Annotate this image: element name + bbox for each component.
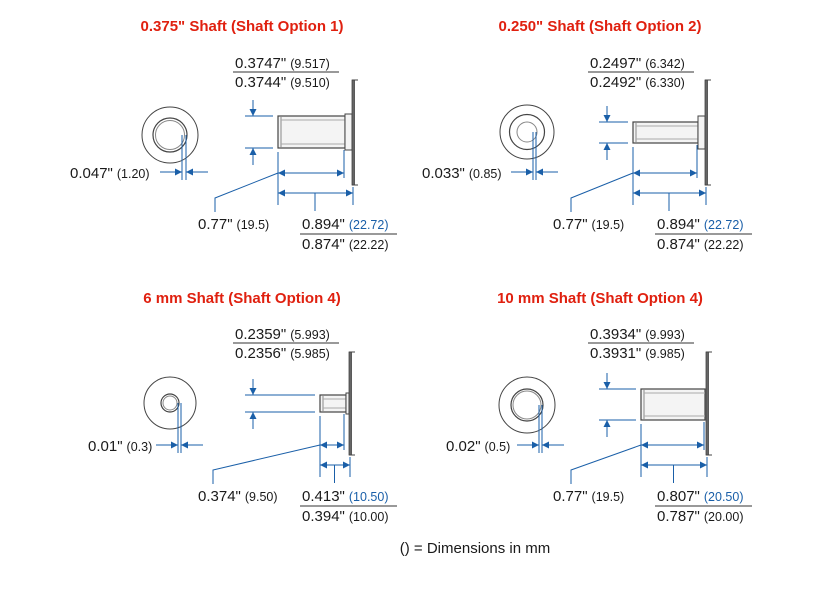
shaft-side-view	[640, 388, 706, 421]
diameter-max-label: 0.3934"(9.993)	[590, 326, 685, 343]
end-view-outer-circle	[143, 376, 197, 430]
shaft-flange	[697, 115, 706, 150]
shaft-length-label: 0.374"(9.50)	[198, 488, 278, 505]
shaft-length-leader	[214, 172, 279, 212]
shaft-length-label: 0.77"(19.5)	[553, 488, 624, 505]
shaft-flange	[345, 392, 350, 415]
mounting-plate	[348, 351, 352, 456]
end-view-inner-circle	[155, 120, 185, 150]
gap-dimension-label: 0.033"(0.85)	[422, 165, 502, 182]
end-view-outer-circle	[499, 104, 555, 160]
end-view-inner-circle	[162, 395, 178, 411]
total-length-max-label: 0.894"(22.72)	[657, 216, 743, 233]
total-length-min-label: 0.874"(22.22)	[657, 236, 743, 253]
end-view-outer-circle	[141, 106, 199, 164]
end-view-inner-circle	[512, 390, 542, 420]
shaft-option-panel-3: 6 mm Shaft (Shaft Option 4) 0.01"(0.3) 0.2…	[88, 290, 397, 525]
shaft-flange	[344, 113, 353, 151]
shaft-option-panel-2: 0.250" Shaft (Shaft Option 2) 0.033"(0.85…	[422, 18, 752, 253]
shaft-length-leader	[570, 444, 642, 484]
shaft-option-panel-1: 0.375" Shaft (Shaft Option 1) 0.047"(1.20…	[70, 18, 397, 253]
shaft-length-label: 0.77"(19.5)	[198, 216, 269, 233]
shaft-side-view	[319, 394, 347, 413]
diameter-min-label: 0.2492"(6.330)	[590, 74, 685, 91]
total-length-max-label: 0.894"(22.72)	[302, 216, 388, 233]
mounting-plate	[351, 79, 355, 186]
end-view-shaft-circle	[152, 117, 188, 153]
total-length-min-label: 0.787"(20.00)	[657, 508, 743, 525]
panel-title: 10 mm Shaft (Shaft Option 4)	[497, 290, 703, 307]
end-view-shaft-circle	[160, 393, 180, 413]
total-length-max-label: 0.413"(10.50)	[302, 488, 388, 505]
gap-dimension-label: 0.02"(0.5)	[446, 438, 510, 455]
shaft-side-view	[277, 115, 346, 149]
end-view-inner-circle	[516, 121, 538, 143]
shaft-length-leader	[570, 172, 634, 212]
total-length-min-label: 0.394"(10.00)	[302, 508, 388, 525]
diameter-min-label: 0.3931"(9.985)	[590, 345, 685, 362]
mounting-plate	[705, 351, 709, 456]
total-length-max-label: 0.807"(20.50)	[657, 488, 743, 505]
gap-dimension-label: 0.01"(0.3)	[88, 438, 152, 455]
footer-note: () = Dimensions in mm	[400, 540, 550, 557]
shaft-length-label: 0.77"(19.5)	[553, 216, 624, 233]
gap-dimension-label: 0.047"(1.20)	[70, 165, 150, 182]
total-length-min-label: 0.874"(22.22)	[302, 236, 388, 253]
shaft-length-leader	[212, 444, 321, 484]
panel-title: 6 mm Shaft (Shaft Option 4)	[143, 290, 341, 307]
shaft-option-panel-4: 10 mm Shaft (Shaft Option 4) 0.02"(0.5) 0.…	[446, 290, 752, 525]
diameter-max-label: 0.2359"(5.993)	[235, 326, 330, 343]
end-view-outer-circle	[498, 376, 556, 434]
diameter-max-label: 0.2497"(6.342)	[590, 55, 685, 72]
diameter-min-label: 0.2356"(5.985)	[235, 345, 330, 362]
diameter-min-label: 0.3744"(9.510)	[235, 74, 330, 91]
diameter-max-label: 0.3747"(9.517)	[235, 55, 330, 72]
panel-title: 0.375" Shaft (Shaft Option 1)	[141, 18, 344, 35]
end-view-shaft-circle	[510, 388, 544, 422]
panel-title: 0.250" Shaft (Shaft Option 2)	[499, 18, 702, 35]
shaft-side-view	[632, 121, 699, 144]
mounting-plate	[704, 79, 708, 186]
end-view-shaft-circle	[508, 113, 546, 151]
